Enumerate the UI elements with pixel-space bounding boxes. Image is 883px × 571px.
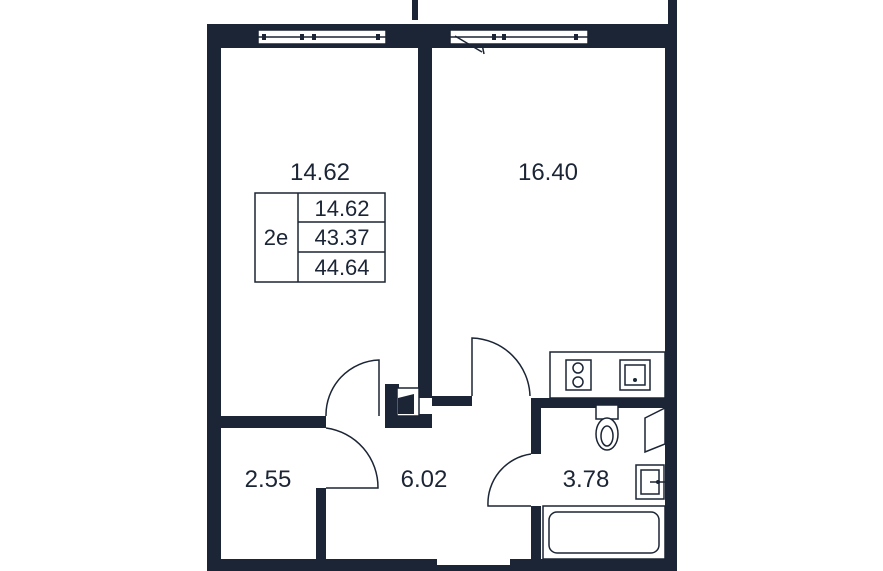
hall-wall-segment [432,396,472,406]
windows [257,0,589,55]
kitchen-door [471,337,531,397]
right-wall-top-stub [668,0,677,24]
bedroom-area-label: 14.62 [290,159,350,186]
bathroom-wall-lower [531,506,541,571]
shaft [396,387,420,417]
bedroom-bottom-wall [221,416,326,428]
cabinet-icon [644,406,666,454]
room-labels: 14.62 16.40 2.55 6.02 3.78 [245,159,610,493]
doors [325,337,532,507]
living-area-value: 14.62 [314,196,369,221]
bottom-wall-left [207,559,437,571]
bathroom-area-label: 3.78 [563,466,610,493]
bathroom-door [487,453,532,507]
storage-door [325,427,379,489]
kitchen-area-label: 16.40 [518,159,578,186]
wardrobe-wall-bottom [385,414,432,428]
walls [207,0,677,571]
bathroom-top-wall [531,398,665,408]
balcony-door-leaf [454,35,483,53]
toilet-icon [595,417,619,451]
kitchen-counter [549,351,666,399]
stove-icon [565,359,592,391]
bathroom-wall-upper [531,400,541,454]
bathtub-icon [542,505,666,560]
bottom-wall-right [510,559,677,571]
apartment-type-label: 2е [264,225,288,250]
toilet-tank [595,404,619,420]
total-area-value: 43.37 [314,225,369,250]
bedroom-door [325,359,380,417]
left-wall [207,24,221,571]
summary-table-border [254,192,386,283]
storage-area-label: 2.55 [245,466,292,493]
top-stub [412,0,418,20]
center-partition [418,48,432,398]
summary-table: 2е 14.62 43.37 44.64 [254,192,386,283]
hallway-area-label: 6.02 [401,466,448,493]
entrance-gap [437,565,510,571]
total-area-with-balcony-value: 44.64 [314,255,369,280]
storage-wall [316,488,326,571]
right-wall [665,24,677,571]
bathroom-fixtures [542,404,668,560]
